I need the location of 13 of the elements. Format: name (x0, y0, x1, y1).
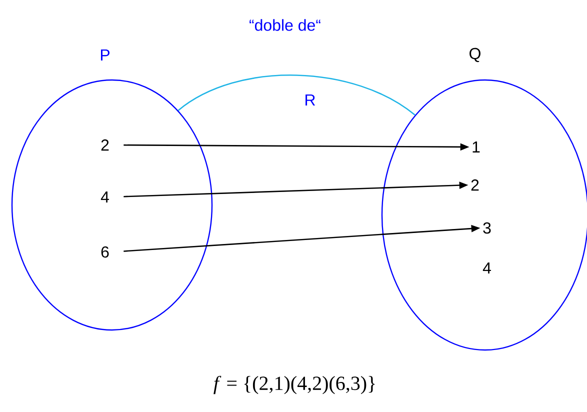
element-label: 1 (472, 142, 480, 152)
node-label: Q (470, 48, 480, 62)
relation-name: “doble de“ (250, 19, 320, 31)
element-label: 4 (482, 262, 491, 274)
set-formula: f = {(2,1)(4,2)(6,3)} (214, 376, 375, 394)
element-label: 3 (483, 222, 491, 234)
element-label: 4 (100, 192, 109, 202)
element-label: 2 (471, 179, 479, 191)
node-label: P (100, 49, 110, 60)
element-label: 6 (101, 246, 109, 258)
relation-arc (178, 74, 416, 116)
element-label: 2 (101, 139, 109, 151)
edge-label: R (306, 94, 316, 106)
